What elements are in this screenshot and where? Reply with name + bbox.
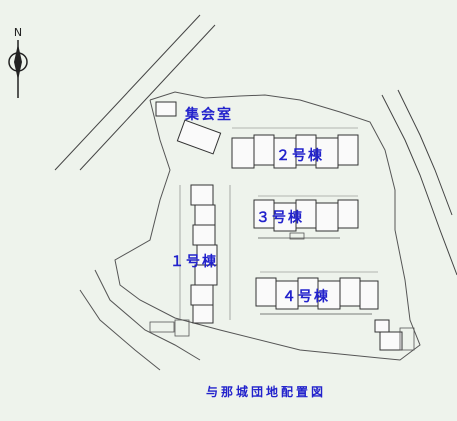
building-1-footprint [190,184,218,324]
meeting-hall-label: 集会室 [185,107,233,123]
building-1-label: １号棟 [170,254,218,270]
road-right [381,89,457,276]
map-title: 与那城団地配置図 [206,385,327,399]
building-4-footprint [255,277,379,310]
building-3-label: ３号棟 [256,210,304,226]
annex-footprint [374,319,403,351]
north-arrow-icon: N [8,26,28,98]
compass-letter: N [14,26,22,39]
meeting-hall-footprint [155,101,222,155]
building-4-label: ４号棟 [282,289,330,305]
road-diagonal [54,14,216,171]
building-2-label: ２号棟 [276,148,324,164]
building-3-footprint [253,199,359,232]
site-boundary [114,91,421,361]
dimension-lines [179,127,378,320]
road-left [79,269,201,371]
parking-area [149,319,190,337]
building-2-footprint [231,134,359,169]
